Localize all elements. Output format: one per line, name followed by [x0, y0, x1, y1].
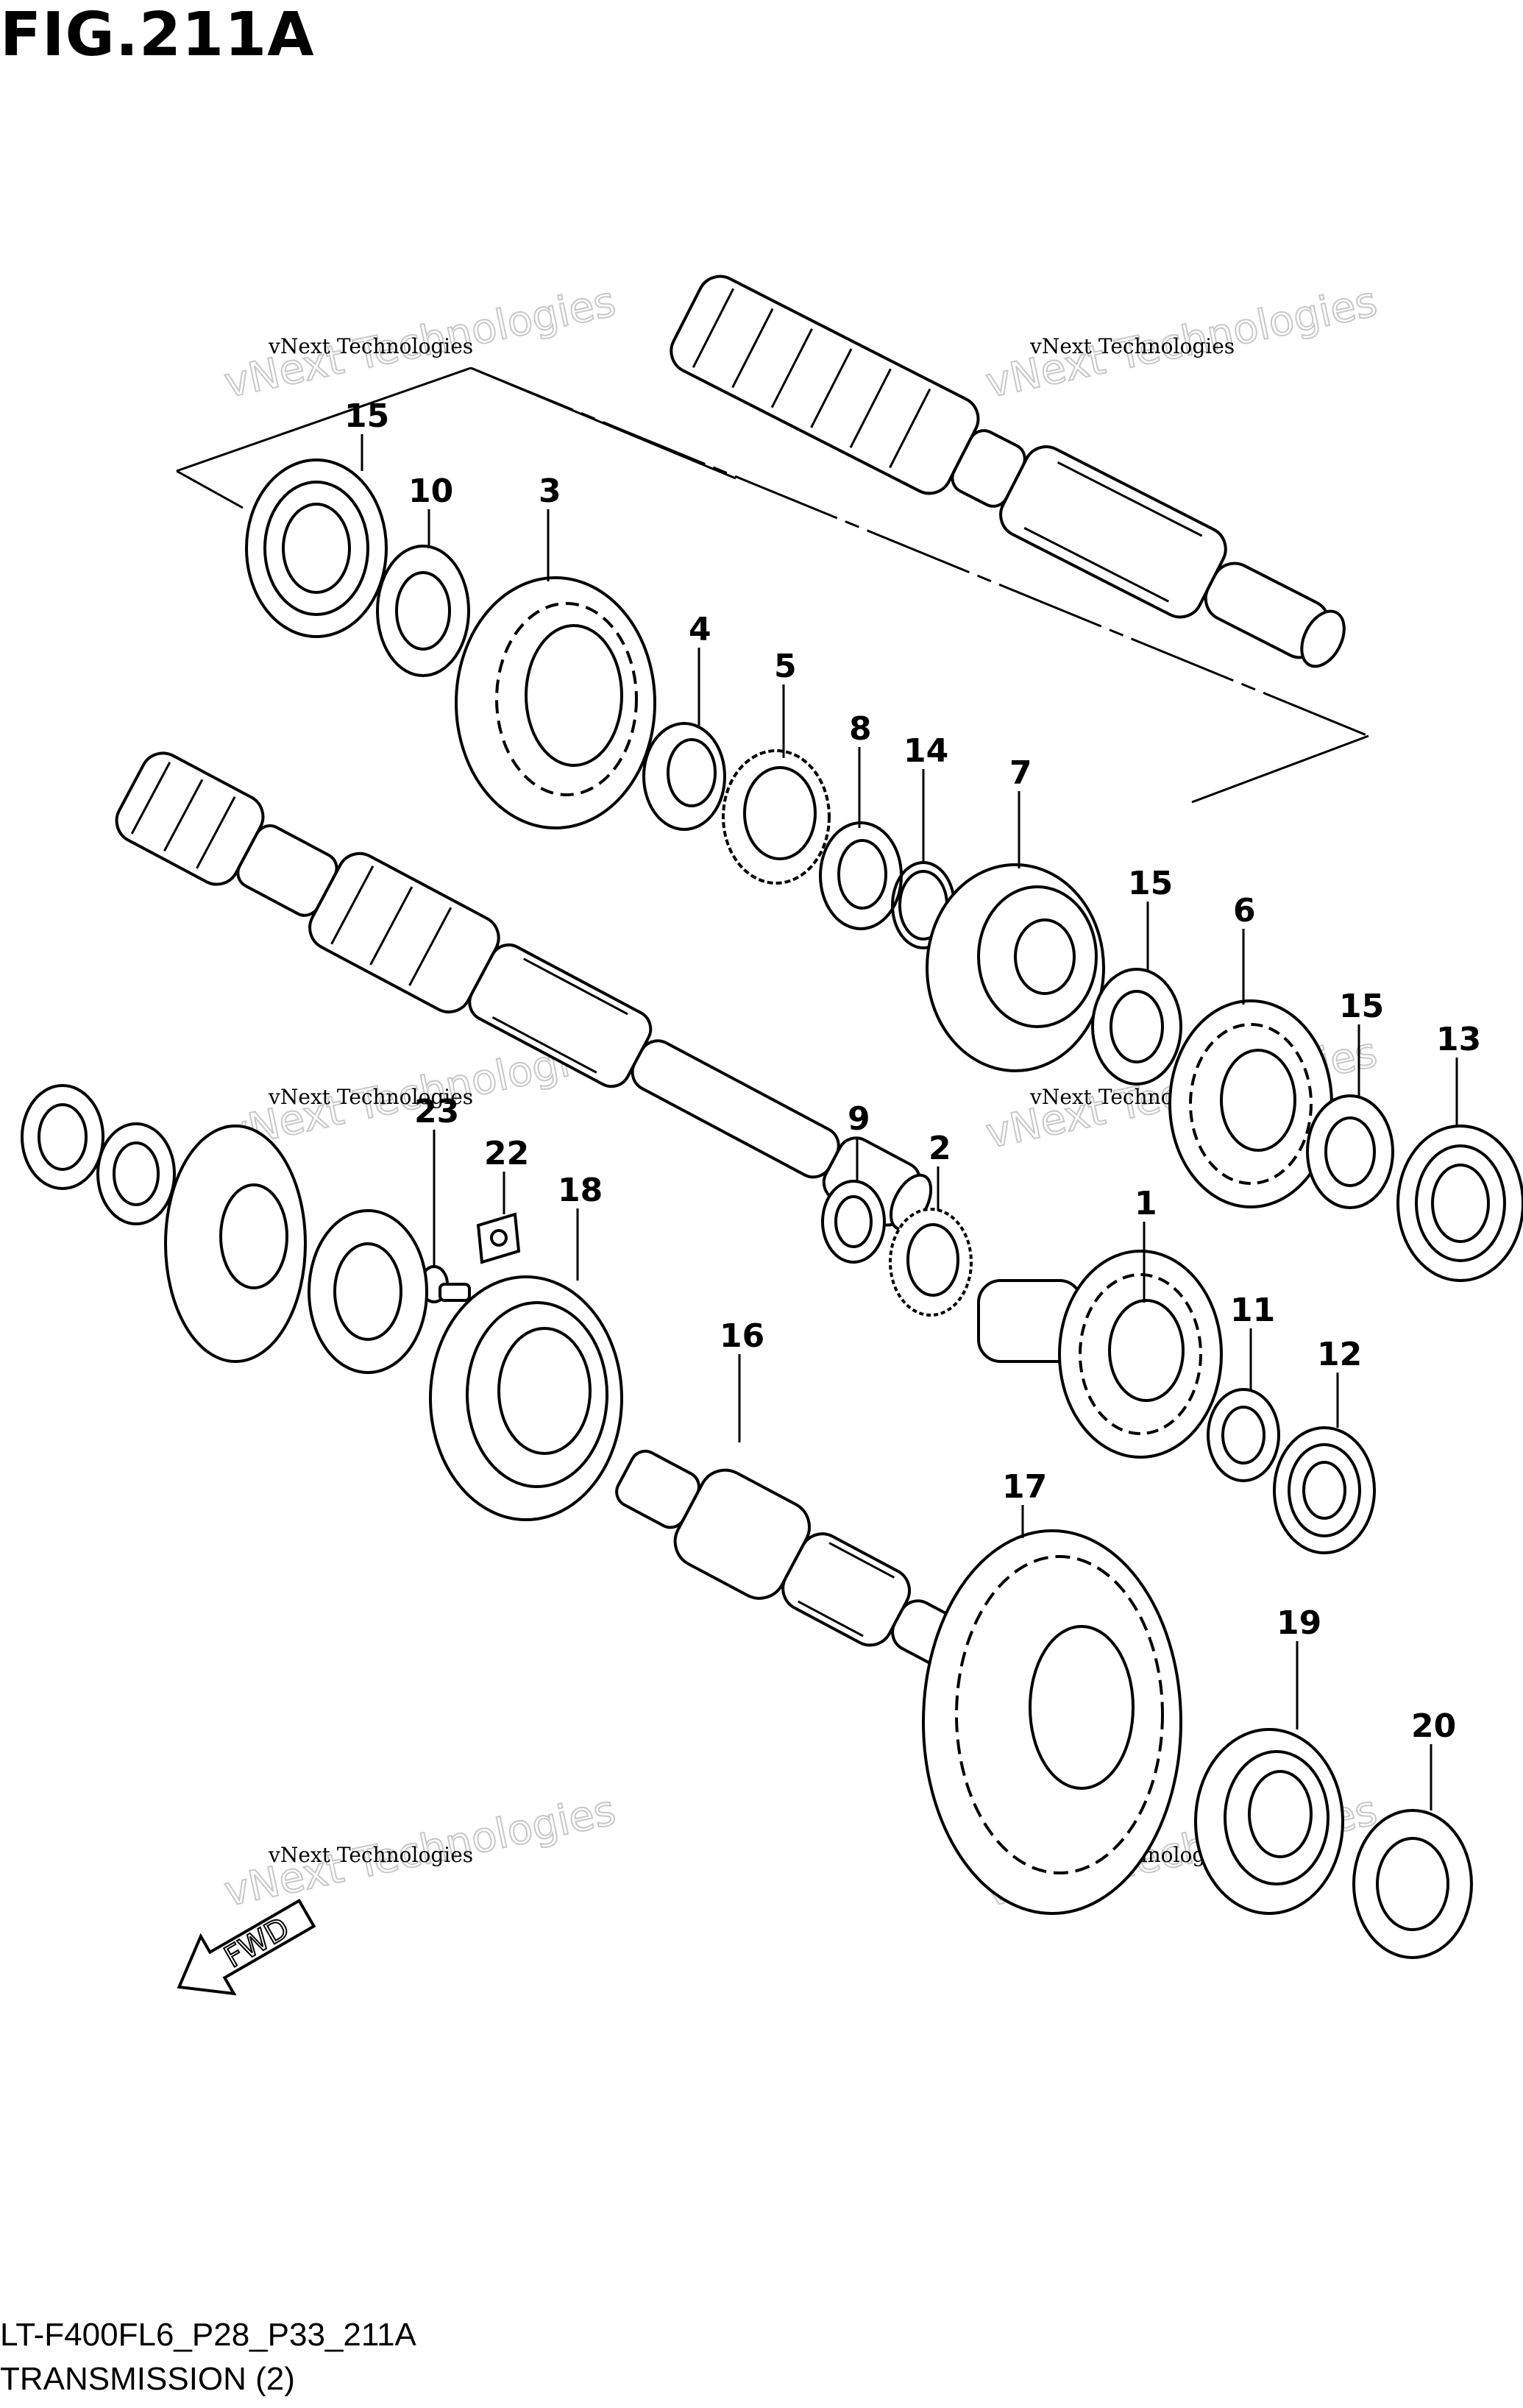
part-6-gear: [1168, 999, 1333, 1208]
callout-5: 5: [774, 648, 797, 685]
callout-15-upper: 15: [1128, 865, 1173, 902]
callout-6: 6: [1233, 892, 1256, 929]
callout-13: 13: [1436, 1021, 1481, 1058]
watermark-top-right: vNext Technologies vNext Technologies: [981, 277, 1382, 408]
countershaft: [670, 275, 1346, 668]
part-11-washer: [1207, 1388, 1280, 1482]
part-2-needle-bearing: [889, 1208, 973, 1317]
part-23-bolt: [419, 1265, 471, 1303]
callout-20: 19: [1277, 1604, 1321, 1642]
callout-3: 3: [539, 472, 561, 510]
callout-2: 2: [929, 1130, 951, 1167]
part-seal-left: [21, 1084, 104, 1190]
callout-11: 11: [1230, 1292, 1275, 1329]
callout-21: 20: [1411, 1707, 1456, 1745]
part-10-washer: [376, 545, 470, 677]
figure-code: LT-F400FL6_P28_P33_211A: [0, 2317, 416, 2353]
part-17-output-shaft: [615, 1449, 976, 1674]
part-15-washer-lower: [1306, 1094, 1394, 1209]
watermark-bottom-left: vNext Technologies vNext Technologies: [219, 1786, 620, 1917]
callout-16: 15: [344, 397, 389, 435]
part-washer-left: [96, 1122, 176, 1225]
callout-8: 8: [849, 710, 872, 748]
svg-text:vNext Technologies: vNext Technologies: [268, 1085, 473, 1109]
part-9-washer: [821, 1180, 886, 1264]
part-3-gear: [455, 576, 656, 829]
part-spacer: [308, 1209, 428, 1374]
part-7-shift-dog: [926, 863, 1105, 1072]
callout-7: 7: [1009, 754, 1032, 792]
watermark-top-left: vNext Technologies vNext Technologies: [219, 277, 620, 408]
fwd-label: FWD: [219, 1911, 295, 1975]
figure-title: FIG.211A: [0, 0, 315, 70]
callout-1: 1: [1135, 1185, 1157, 1222]
part-21-oil-seal: [1352, 1809, 1473, 1959]
callout-9: 9: [848, 1100, 870, 1138]
leader-lines: [361, 434, 1458, 1810]
callout-23: 23: [414, 1093, 459, 1130]
assembly-bracket: [176, 366, 1369, 804]
part-shift-cam: [164, 1125, 307, 1363]
callout-12: 12: [1317, 1336, 1362, 1373]
svg-text:vNext Technologies: vNext Technologies: [268, 1843, 473, 1867]
callout-15-lower: 15: [1339, 988, 1384, 1025]
part-18-large-gear: [922, 1529, 1182, 1915]
part-20-bearing: [1194, 1728, 1344, 1915]
callouts: 15 10 3 4 5 8 14 7 15 6 15 13 9 2 23 22 …: [344, 397, 1481, 1745]
svg-text:vNext Technologies: vNext Technologies: [1029, 334, 1235, 358]
callout-18: 17: [1002, 1468, 1047, 1506]
part-22-plate: [476, 1212, 521, 1264]
callout-10: 10: [408, 472, 453, 510]
driveshaft: [115, 751, 933, 1231]
part-13-bearing: [1396, 1125, 1523, 1282]
callout-4: 4: [689, 611, 711, 648]
part-15-washer-upper: [1091, 968, 1182, 1086]
part-8-washer: [819, 821, 903, 930]
part-1-gear: [977, 1250, 1223, 1459]
part-5-needle-bearing: [722, 749, 831, 885]
callout-22: 22: [484, 1135, 529, 1172]
part-4-bushing: [642, 722, 726, 831]
callout-19: 18: [558, 1172, 603, 1209]
callout-14: 14: [903, 732, 948, 770]
figure-caption: TRANSMISSION (2): [0, 2361, 295, 2397]
part-12-bearing: [1273, 1426, 1376, 1554]
svg-text:vNext Technologies: vNext Technologies: [268, 334, 473, 358]
callout-17: 16: [720, 1317, 764, 1355]
part-19-bearing: [429, 1275, 623, 1521]
part-16-bearing: [245, 458, 388, 638]
